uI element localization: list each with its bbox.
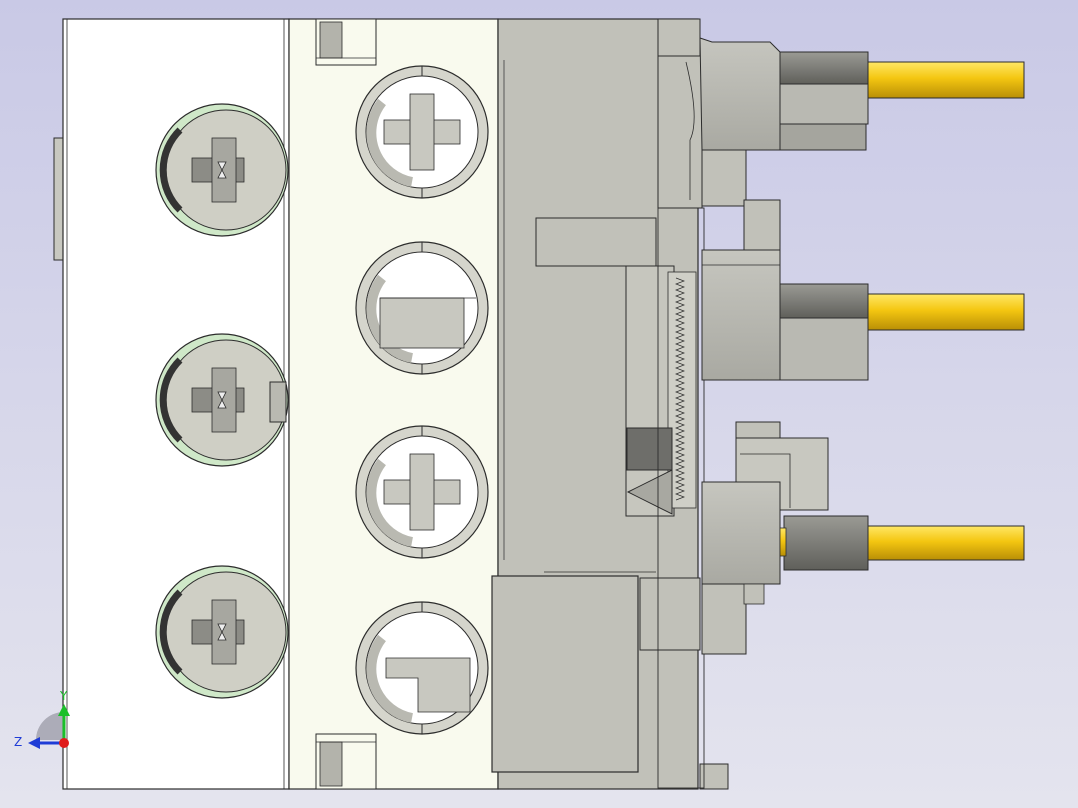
top-connector-plate [701, 149, 747, 207]
screw-center-icon [217, 161, 227, 179]
phillips-recess-v-icon [211, 137, 237, 203]
screw-shadow-arc [159, 127, 183, 213]
x-axis-origin-dot-icon [59, 738, 69, 748]
rack-teeth [675, 277, 685, 501]
terminal-inner-arc [366, 634, 414, 723]
screw-side-lug [269, 381, 287, 423]
lower-right-tab [639, 577, 701, 651]
screw-shadow-arc [159, 589, 183, 675]
middle-wire-yellow [867, 293, 1025, 331]
phillips-center-fill [411, 121, 433, 143]
terminal-inner-arc [366, 458, 414, 547]
phillips-recess-v-icon [211, 367, 237, 433]
top-right-step [657, 18, 701, 58]
middle-wire-sleeve [779, 283, 869, 319]
terminal-screw[interactable] [355, 65, 489, 199]
screw-center-icon [217, 623, 227, 641]
bottom-wire-yellow [867, 525, 1025, 561]
top-wire-yellow [867, 61, 1025, 99]
z-axis-label: Z [14, 735, 22, 749]
bottom-tab [699, 763, 729, 790]
terminal-clamp-icon [385, 657, 471, 713]
lower-connector-plate [701, 583, 747, 655]
right-gray-housing[interactable] [491, 18, 729, 790]
terminal-slot-icon [379, 297, 465, 349]
coordinate-triad: Z Y [14, 689, 70, 749]
z-axis-arrowhead-icon [28, 737, 40, 749]
bottom-wire-stub [779, 527, 787, 557]
lower-connector-housing [701, 481, 781, 585]
terminal-screw[interactable] [355, 601, 489, 735]
wire-terminals[interactable] [779, 51, 1025, 571]
left-screw[interactable] [155, 333, 289, 467]
y-axis-arrowhead-icon [58, 704, 70, 716]
top-wire-sleeve [779, 51, 869, 85]
middle-screw-column[interactable] [355, 65, 489, 735]
terminal-screw[interactable] [355, 425, 489, 559]
left-screw[interactable] [155, 103, 289, 237]
upper-mid-plate [743, 199, 781, 251]
y-axis-label: Y [59, 689, 68, 703]
top-wire-sleeve-lower [779, 83, 869, 125]
lower-connector-notch [743, 583, 765, 605]
terminal-inner-arc [366, 274, 414, 363]
middle-connector-housing [701, 249, 781, 381]
vertical-rail [657, 55, 703, 209]
left-screw[interactable] [155, 565, 289, 699]
terminal-inner-arc [366, 98, 414, 187]
top-connector-housing [699, 37, 781, 151]
bottom-slot-inner [319, 741, 343, 787]
lower-gray-block [491, 575, 639, 773]
dark-slider-block [626, 427, 673, 471]
middle-wire-sleeve-lower [779, 317, 869, 381]
connector-stack[interactable] [699, 37, 829, 655]
phillips-recess-v-icon [211, 599, 237, 665]
screw-shadow-arc [159, 357, 183, 443]
terminal-screw[interactable] [355, 241, 489, 375]
phillips-center-fill [411, 481, 433, 503]
top-slot-inner [319, 21, 343, 59]
rail-curve [685, 61, 695, 200]
triad-arc [36, 712, 64, 740]
screw-center-icon [217, 391, 227, 409]
lower-frame-detail [740, 453, 791, 508]
bottom-wire-sleeve [783, 515, 869, 571]
left-screw-column[interactable] [155, 103, 289, 699]
wedge-shape [626, 469, 673, 515]
